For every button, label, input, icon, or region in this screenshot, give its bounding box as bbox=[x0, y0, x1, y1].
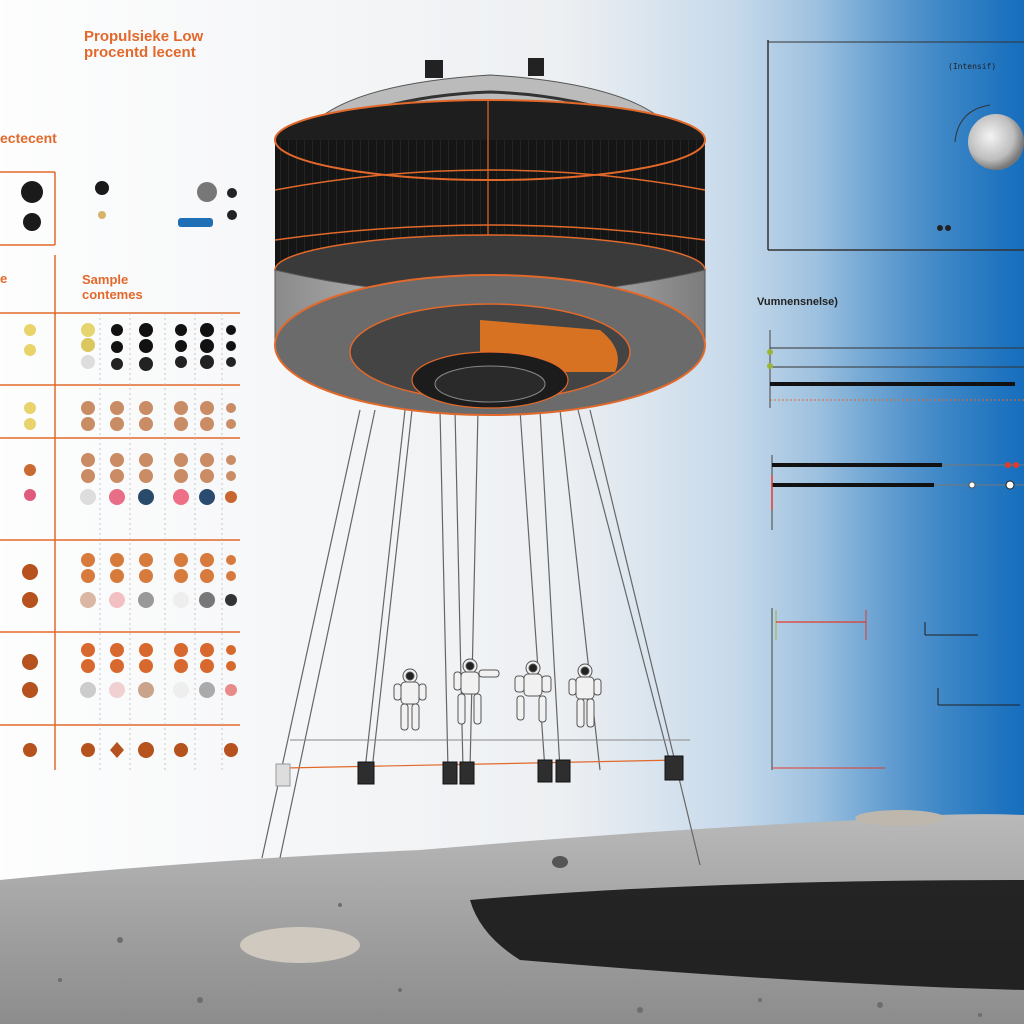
sample-title-line2: contemes bbox=[82, 287, 143, 302]
astronaut-icon bbox=[393, 658, 602, 731]
rock bbox=[552, 856, 568, 868]
sample-rows bbox=[22, 323, 238, 758]
spacecraft-icon bbox=[274, 58, 706, 416]
ground-shadow bbox=[470, 880, 1024, 990]
right-chart-bottom bbox=[771, 608, 1020, 770]
sample-markers bbox=[21, 181, 237, 231]
distant-mound bbox=[855, 810, 945, 826]
moon-label: (Intensif) bbox=[948, 62, 997, 71]
payload-pods bbox=[357, 755, 684, 785]
moon-icon bbox=[968, 114, 1024, 170]
right-chart-top bbox=[767, 40, 1024, 251]
side-letter: e bbox=[0, 271, 8, 286]
left-grid-lines bbox=[0, 171, 240, 770]
sample-title-line1: Sample bbox=[82, 272, 129, 287]
left-title-line2: procentd lecent bbox=[84, 44, 196, 61]
left-title-line1: Propulsieke Low bbox=[84, 28, 204, 45]
tethers bbox=[261, 409, 701, 866]
right-chart-lower bbox=[771, 455, 1024, 530]
right-mid-title: Vumnensnelse) bbox=[757, 296, 838, 308]
section-label: ectecent bbox=[0, 130, 57, 146]
right-chart-mid bbox=[767, 330, 1024, 408]
crater-mound bbox=[240, 927, 360, 963]
left-grid-dividers bbox=[99, 313, 223, 770]
